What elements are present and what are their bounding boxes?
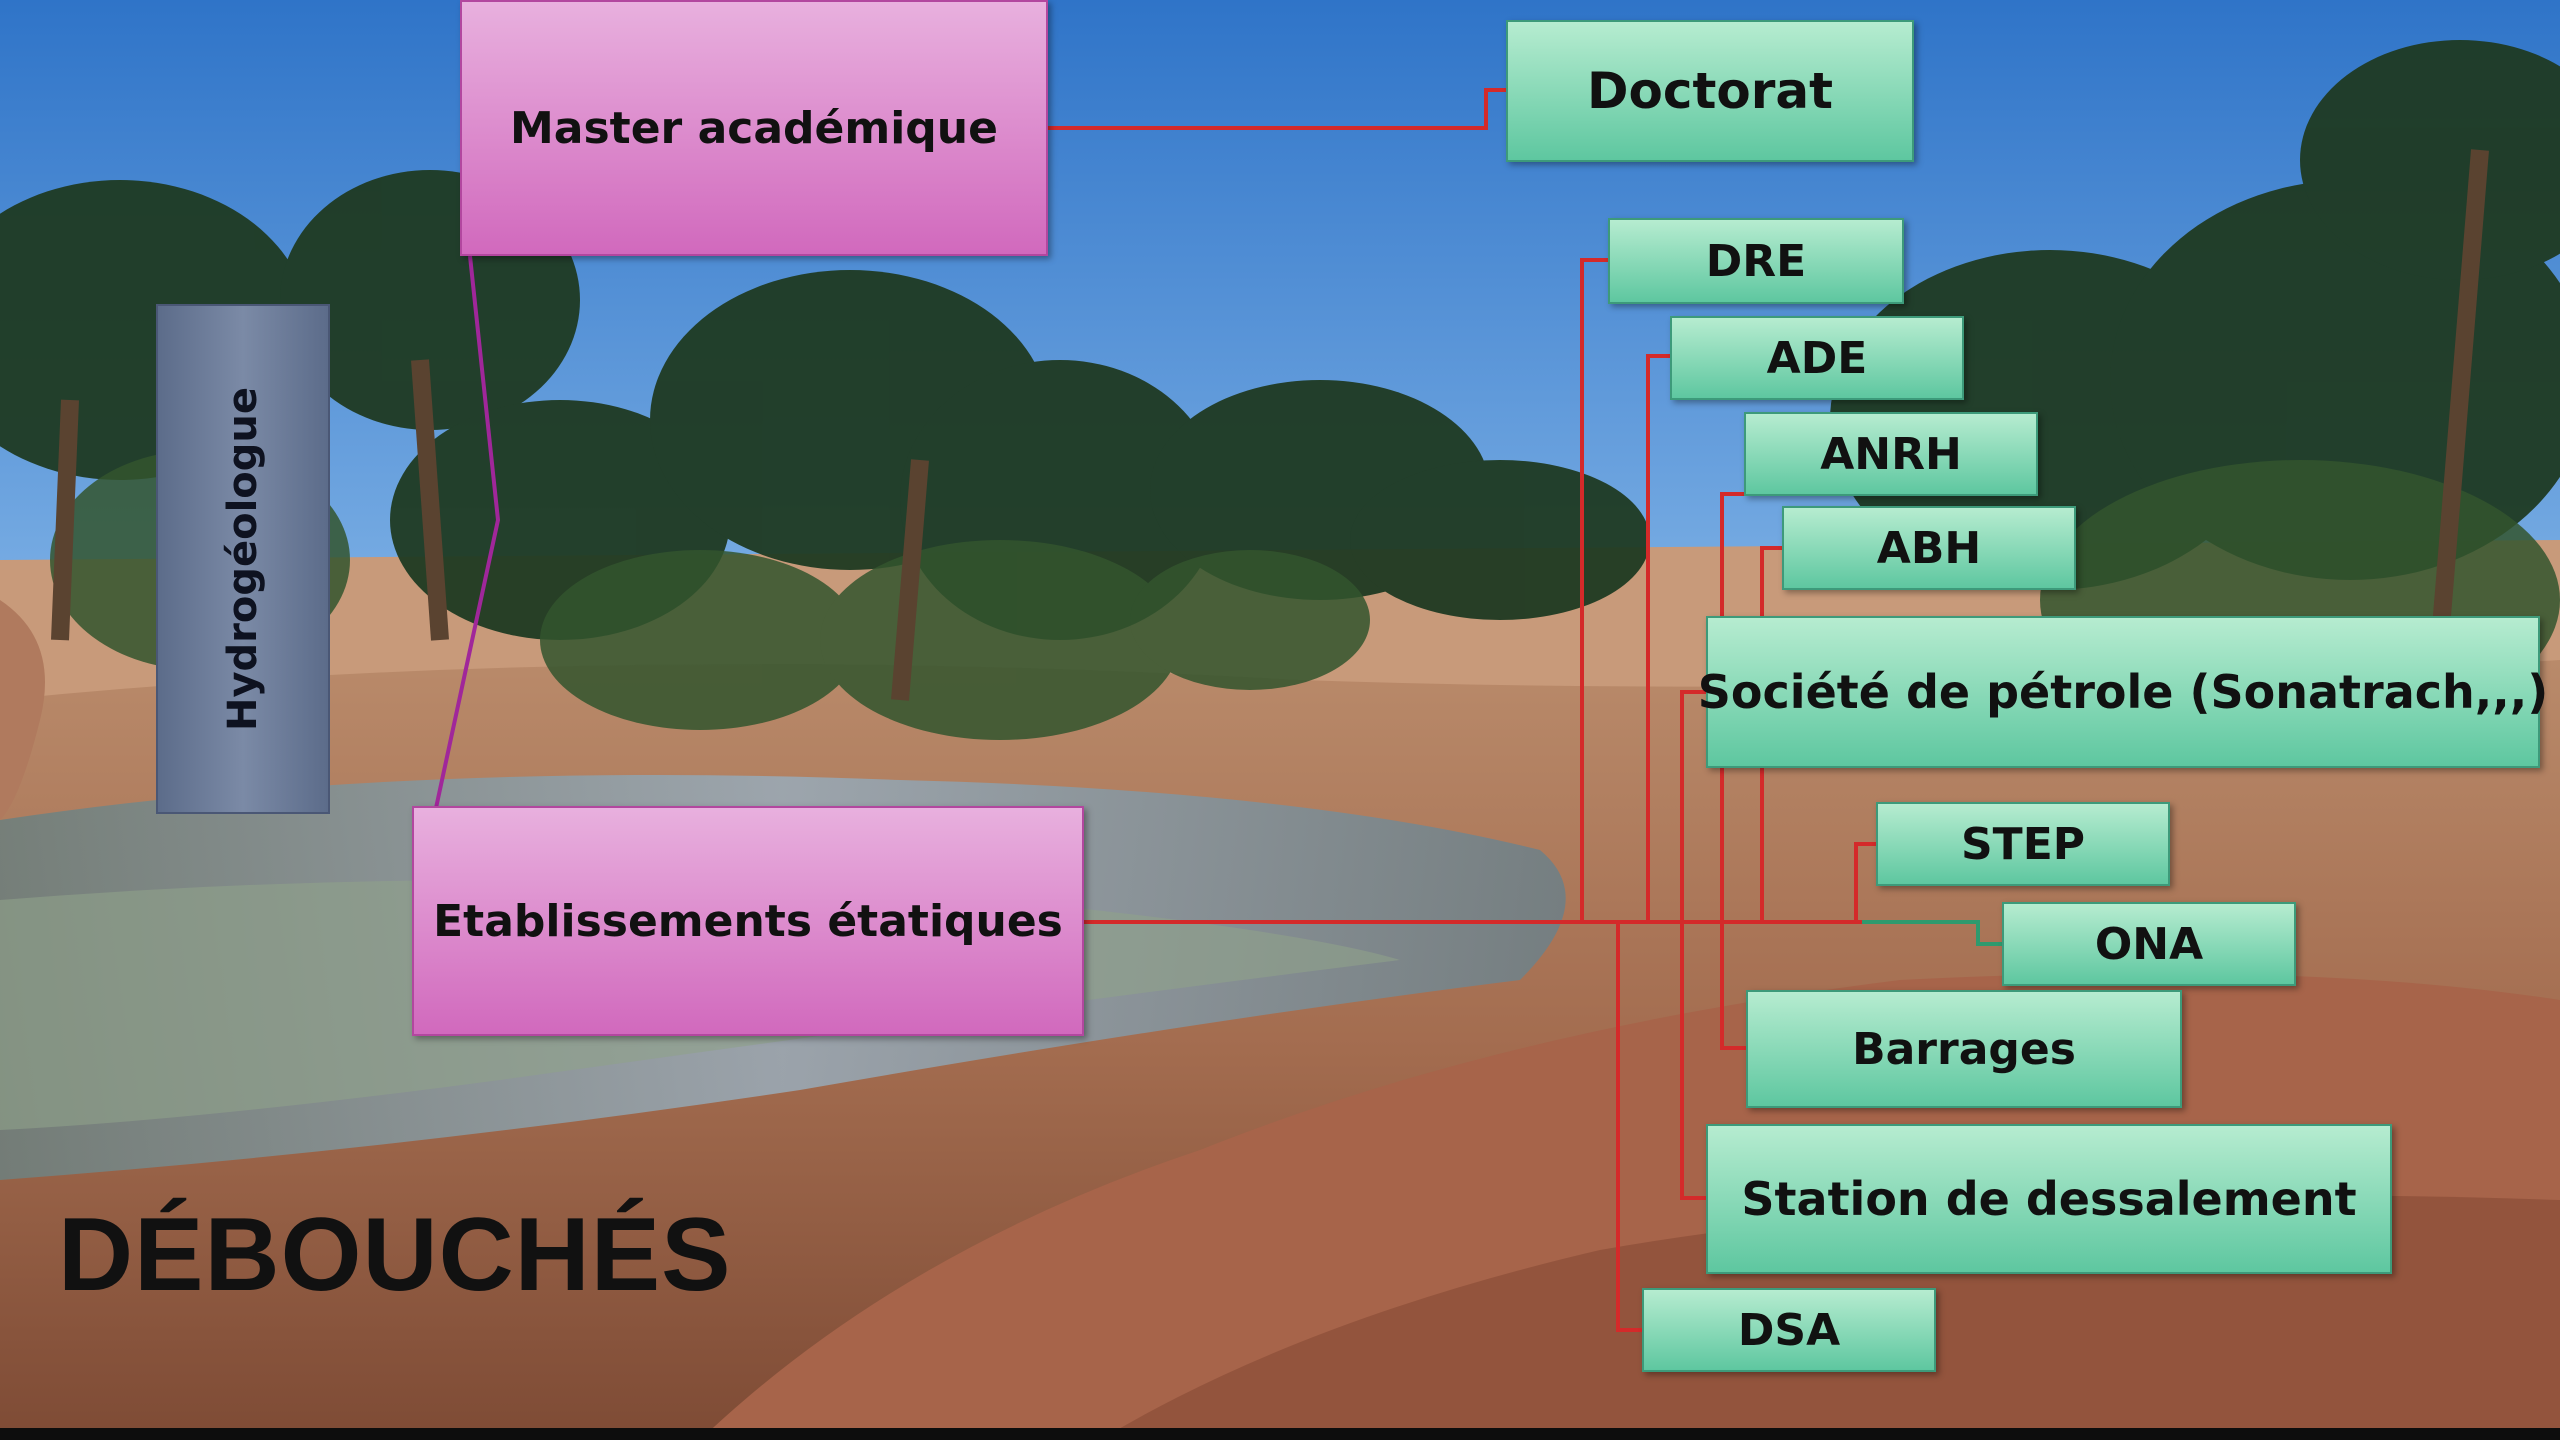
hydrogeologue-label: Hydrogéologue xyxy=(220,386,266,732)
connector-dessalement xyxy=(1680,922,1706,1200)
step-label: STEP xyxy=(1960,818,2085,870)
abh-label: ABH xyxy=(1876,522,1982,574)
connector-ona xyxy=(1862,920,2004,946)
connector-abh xyxy=(1760,546,1782,922)
doctorat-box: Doctorat xyxy=(1506,20,1914,162)
connector-step xyxy=(1854,842,1876,922)
dsa-box: DSA xyxy=(1642,1288,1936,1372)
sonatrach-label: Société de pétrole (Sonatrach,,,) xyxy=(1697,665,2549,719)
connector-dsa xyxy=(1616,922,1642,1332)
bottom-bar xyxy=(0,1428,2560,1440)
etablissements-etatiques-label: Etablissements étatiques xyxy=(433,895,1063,947)
anrh-label: ANRH xyxy=(1820,428,1962,480)
connector-master-etablissements xyxy=(434,255,501,809)
doctorat-label: Doctorat xyxy=(1586,62,1834,120)
sonatrach-box: Société de pétrole (Sonatrach,,,) xyxy=(1698,616,2548,768)
ona-label: ONA xyxy=(2094,918,2204,970)
connector-master-doctorat xyxy=(1048,88,1508,130)
step-box: STEP xyxy=(1876,802,2170,886)
connector-ade xyxy=(1646,354,1670,922)
dsa-label: DSA xyxy=(1737,1304,1841,1356)
connector-barrages xyxy=(1720,922,1746,1050)
master-academique-label: Master académique xyxy=(510,102,998,154)
dre-label: DRE xyxy=(1705,235,1807,287)
connector-dre xyxy=(1580,258,1608,922)
hydrogeologue-box: Hydrogéologue xyxy=(156,304,330,814)
barrages-box: Barrages xyxy=(1746,990,2182,1108)
abh-box: ABH xyxy=(1782,506,2076,590)
slide-title: DÉBOUCHÉS xyxy=(58,1197,732,1313)
master-academique-box: Master académique xyxy=(460,0,1048,256)
ade-box: ADE xyxy=(1670,316,1964,400)
dre-box: DRE xyxy=(1608,218,1904,304)
station-dessalement-box: Station de dessalement xyxy=(1706,1124,2392,1274)
ona-box: ONA xyxy=(2002,902,2296,986)
etablissements-etatiques-box: Etablissements étatiques xyxy=(412,806,1084,1036)
anrh-box: ANRH xyxy=(1744,412,2038,496)
ade-label: ADE xyxy=(1766,332,1868,384)
connector-sonatrach xyxy=(1680,690,1706,922)
barrages-label: Barrages xyxy=(1852,1023,2076,1075)
station-dessalement-label: Station de dessalement xyxy=(1741,1172,2357,1226)
